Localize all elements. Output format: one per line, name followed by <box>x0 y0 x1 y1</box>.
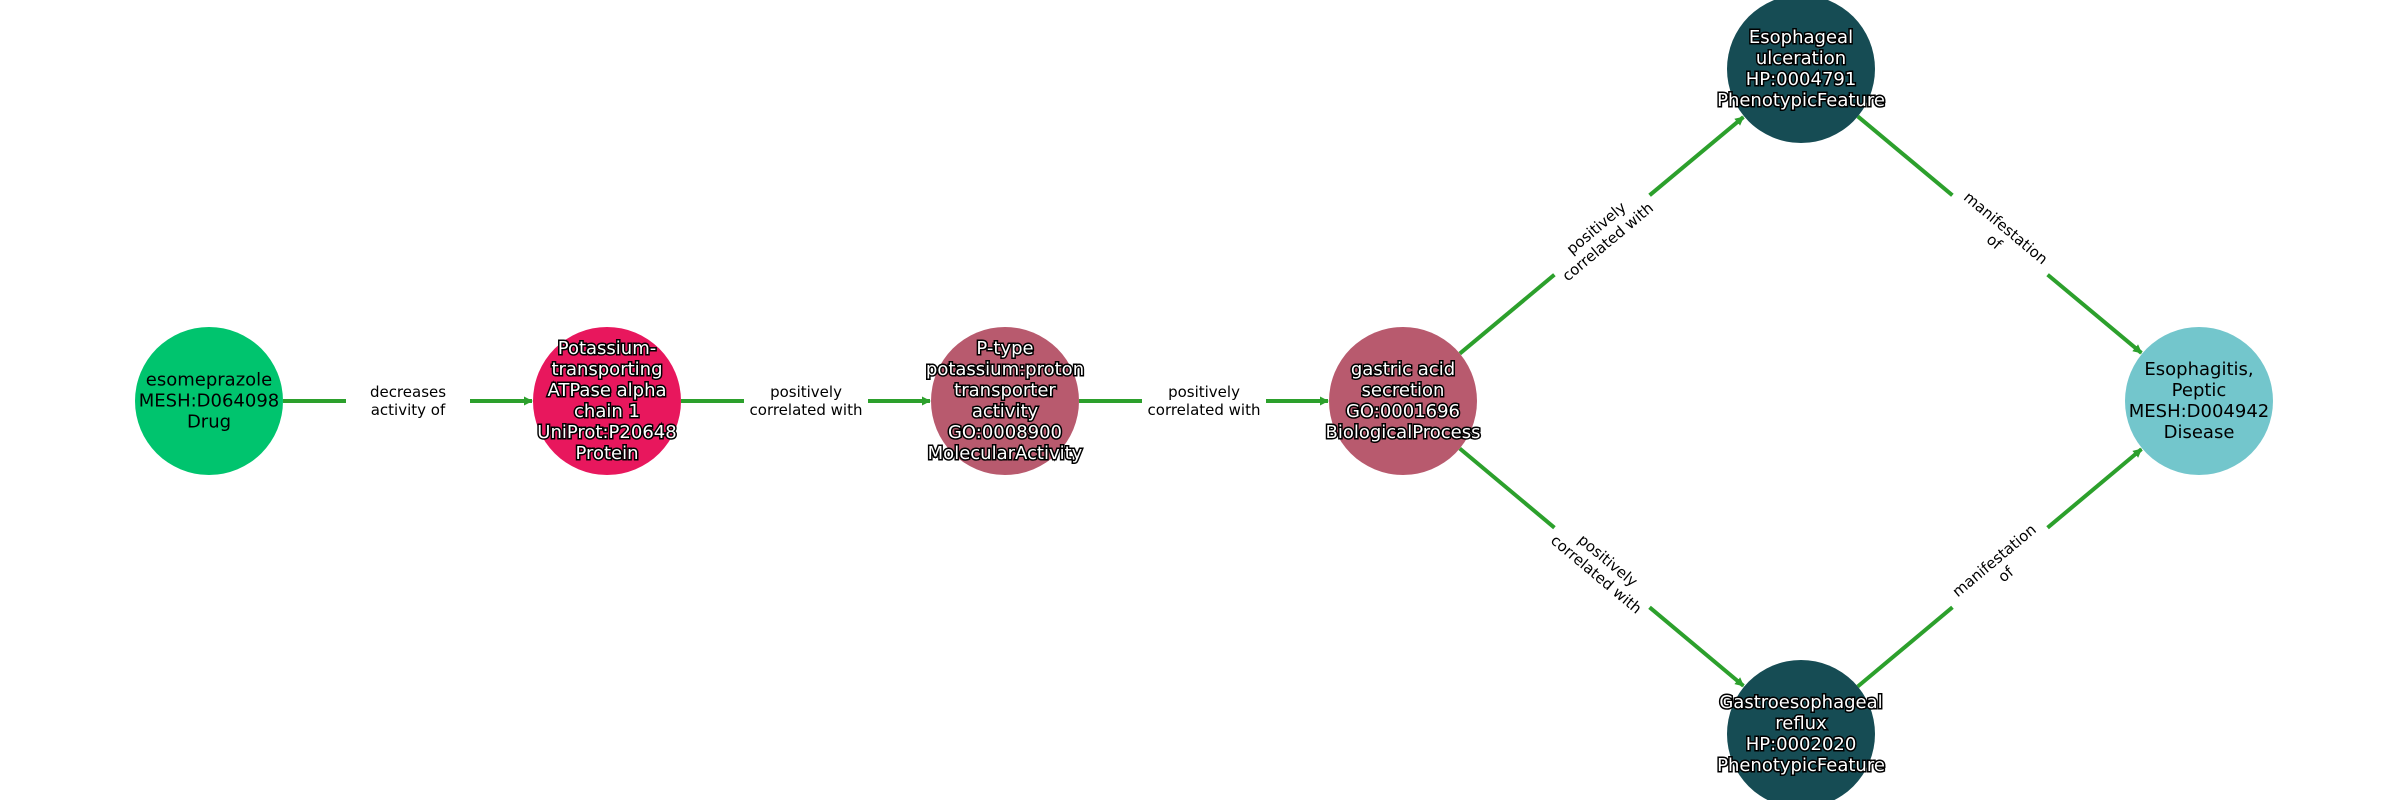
node-label-line: HP:0004791 <box>1746 69 1857 90</box>
edge-label-line: decreases <box>370 383 446 401</box>
node-label-line: MESH:D004942 <box>2129 401 2270 422</box>
node-circle[interactable] <box>1727 0 1875 143</box>
node-label-line: transporter <box>954 380 1056 401</box>
edge-label-background <box>1937 509 2062 625</box>
node-label-line: activity <box>972 401 1039 422</box>
node-label-line: HP:0002020 <box>1746 734 1857 755</box>
node-label-line: gastric acid <box>1351 359 1455 380</box>
node-label-line: Esophagitis, <box>2144 359 2253 380</box>
node-circle[interactable] <box>931 327 1079 475</box>
node-gastroesophageal-reflux[interactable]: GastroesophagealrefluxHP:0002020Phenotyp… <box>1716 660 1886 800</box>
node-label-line: potassium:proton <box>926 359 1084 380</box>
node-label-line: Potassium- <box>558 338 657 359</box>
node-label-line: PhenotypicFeature <box>1717 755 1885 776</box>
node-label-line: GO:0001696 <box>1346 401 1460 422</box>
node-label-line: P-type <box>976 338 1033 359</box>
node-label-line: UniProt:P20648 <box>537 422 676 443</box>
node-label-line: MolecularActivity <box>928 443 1083 464</box>
edge-label-line: correlated with <box>1148 401 1261 419</box>
edge-label-line: positively <box>770 383 842 401</box>
node-p-type-transporter[interactable]: P-typepotassium:protontransporteractivit… <box>924 327 1086 475</box>
node-label-line: Drug <box>187 412 231 433</box>
node-label-line: Peptic <box>2172 380 2227 401</box>
edge-label-background <box>346 377 470 423</box>
node-label-line: Protein <box>575 443 638 464</box>
edge-label-background <box>1539 176 1664 292</box>
edge-label-line: correlated with <box>750 401 863 419</box>
node-label-line: chain 1 <box>574 401 640 422</box>
node-label-line: BiologicalProcess <box>1325 422 1480 443</box>
edge-label-background <box>1142 377 1266 423</box>
node-label-line: MESH:D064098 <box>139 391 280 412</box>
node-label-line: Gastroesophageal <box>1719 692 1882 713</box>
node-circle[interactable] <box>2125 327 2273 475</box>
node-label-line: ATPase alpha <box>547 380 666 401</box>
node-circle[interactable] <box>1727 660 1875 800</box>
node-label-line: Disease <box>2164 422 2235 443</box>
node-label-line: secretion <box>1362 380 1445 401</box>
node-circle[interactable] <box>1329 327 1477 475</box>
node-label-line: esomeprazole <box>146 370 272 391</box>
node-label-line: ulceration <box>1756 48 1846 69</box>
edge-label-background <box>1938 176 2063 292</box>
node-label-line: GO:0008900 <box>948 422 1062 443</box>
node-circle[interactable] <box>533 327 681 475</box>
node-label-line: PhenotypicFeature <box>1717 90 1885 111</box>
node-label-line: Esophageal <box>1749 27 1853 48</box>
node-label-line: reflux <box>1775 713 1827 734</box>
edge-label-background <box>744 377 868 423</box>
node-label-line: transporting <box>551 359 662 380</box>
edge-label-line: activity of <box>371 401 446 419</box>
node-circle[interactable] <box>135 327 283 475</box>
edge-label-background <box>1540 509 1665 625</box>
edge-label-line: positively <box>1168 383 1240 401</box>
node-gastric-acid-secretion[interactable]: gastric acidsecretionGO:0001696Biologica… <box>1324 327 1482 475</box>
node-esophageal-ulceration[interactable]: EsophagealulcerationHP:0004791Phenotypic… <box>1716 0 1886 143</box>
